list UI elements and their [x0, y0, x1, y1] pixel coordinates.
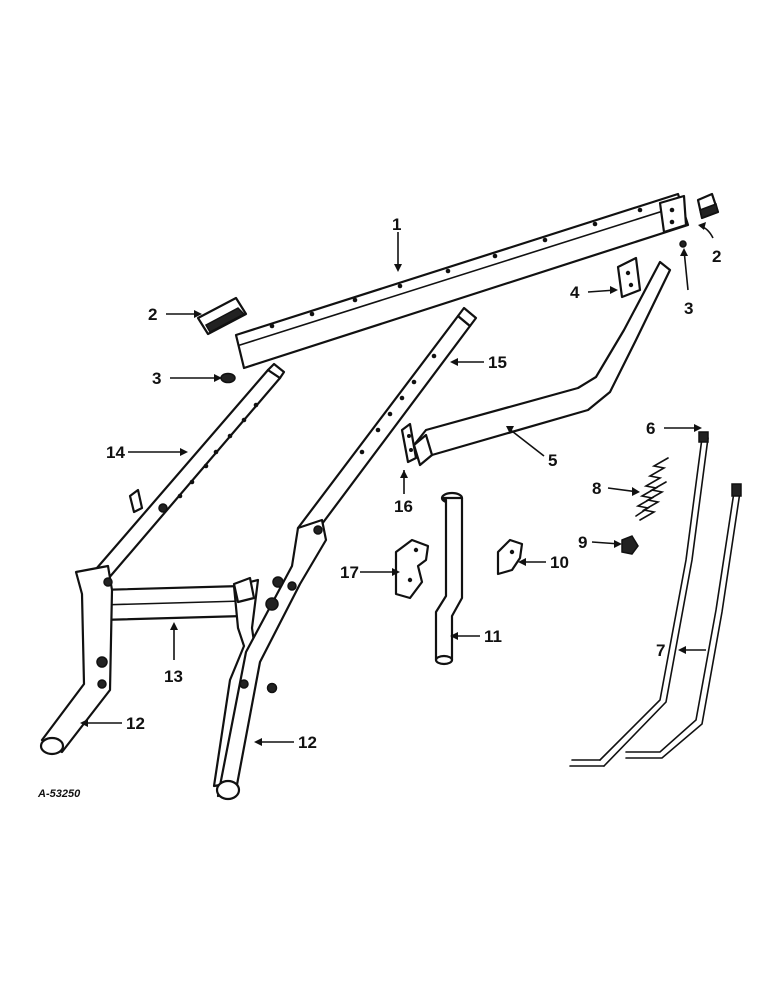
part-13-cross-tube [96, 584, 246, 622]
callout-12-right: 12 [298, 733, 317, 752]
part-5-bent-bar [412, 260, 672, 467]
part-11-lever [434, 491, 464, 666]
callout-13: 13 [164, 667, 183, 686]
part-16-link [400, 422, 418, 464]
callout-12-left: 12 [126, 714, 145, 733]
part-12-arm-right [212, 518, 328, 801]
part-10-latch [496, 538, 524, 576]
callout-8: 8 [592, 479, 601, 498]
callout-3-right: 3 [684, 299, 693, 318]
part-1-angle-bar [234, 192, 690, 370]
callout-15: 15 [488, 353, 507, 372]
callout-16: 16 [394, 497, 413, 516]
part-3-bolt-left [220, 372, 236, 384]
part-2-clip-right [696, 192, 720, 220]
part-2-clip-plate-left [196, 296, 248, 336]
callout-labels: 1 2 2 3 3 4 5 6 7 8 9 10 11 12 12 13 14 … [106, 215, 721, 752]
callout-17: 17 [340, 563, 359, 582]
callout-3-left: 3 [152, 369, 161, 388]
part-9-nut [621, 535, 639, 555]
callout-2-left: 2 [148, 305, 157, 324]
part-14-frame-bar [88, 362, 286, 588]
part-6-rod [569, 431, 709, 767]
callout-1: 1 [392, 215, 401, 234]
part-4-plate [616, 256, 642, 299]
callout-5: 5 [548, 451, 557, 470]
part-8-spring [635, 457, 669, 521]
part-17-bracket [394, 538, 430, 600]
drawing-code: A-53250 [37, 788, 81, 800]
callout-7: 7 [656, 641, 665, 660]
callout-4: 4 [570, 283, 580, 302]
callout-6: 6 [646, 419, 655, 438]
callout-9: 9 [578, 533, 587, 552]
callout-11: 11 [484, 627, 502, 646]
callout-10: 10 [550, 553, 569, 572]
part-7-rod [625, 483, 742, 759]
arrowheads [80, 222, 706, 746]
part-3-bolt-right [679, 240, 687, 248]
callout-14: 14 [106, 443, 125, 462]
part-12-arm-left [39, 564, 114, 756]
callout-2-right: 2 [712, 247, 721, 266]
